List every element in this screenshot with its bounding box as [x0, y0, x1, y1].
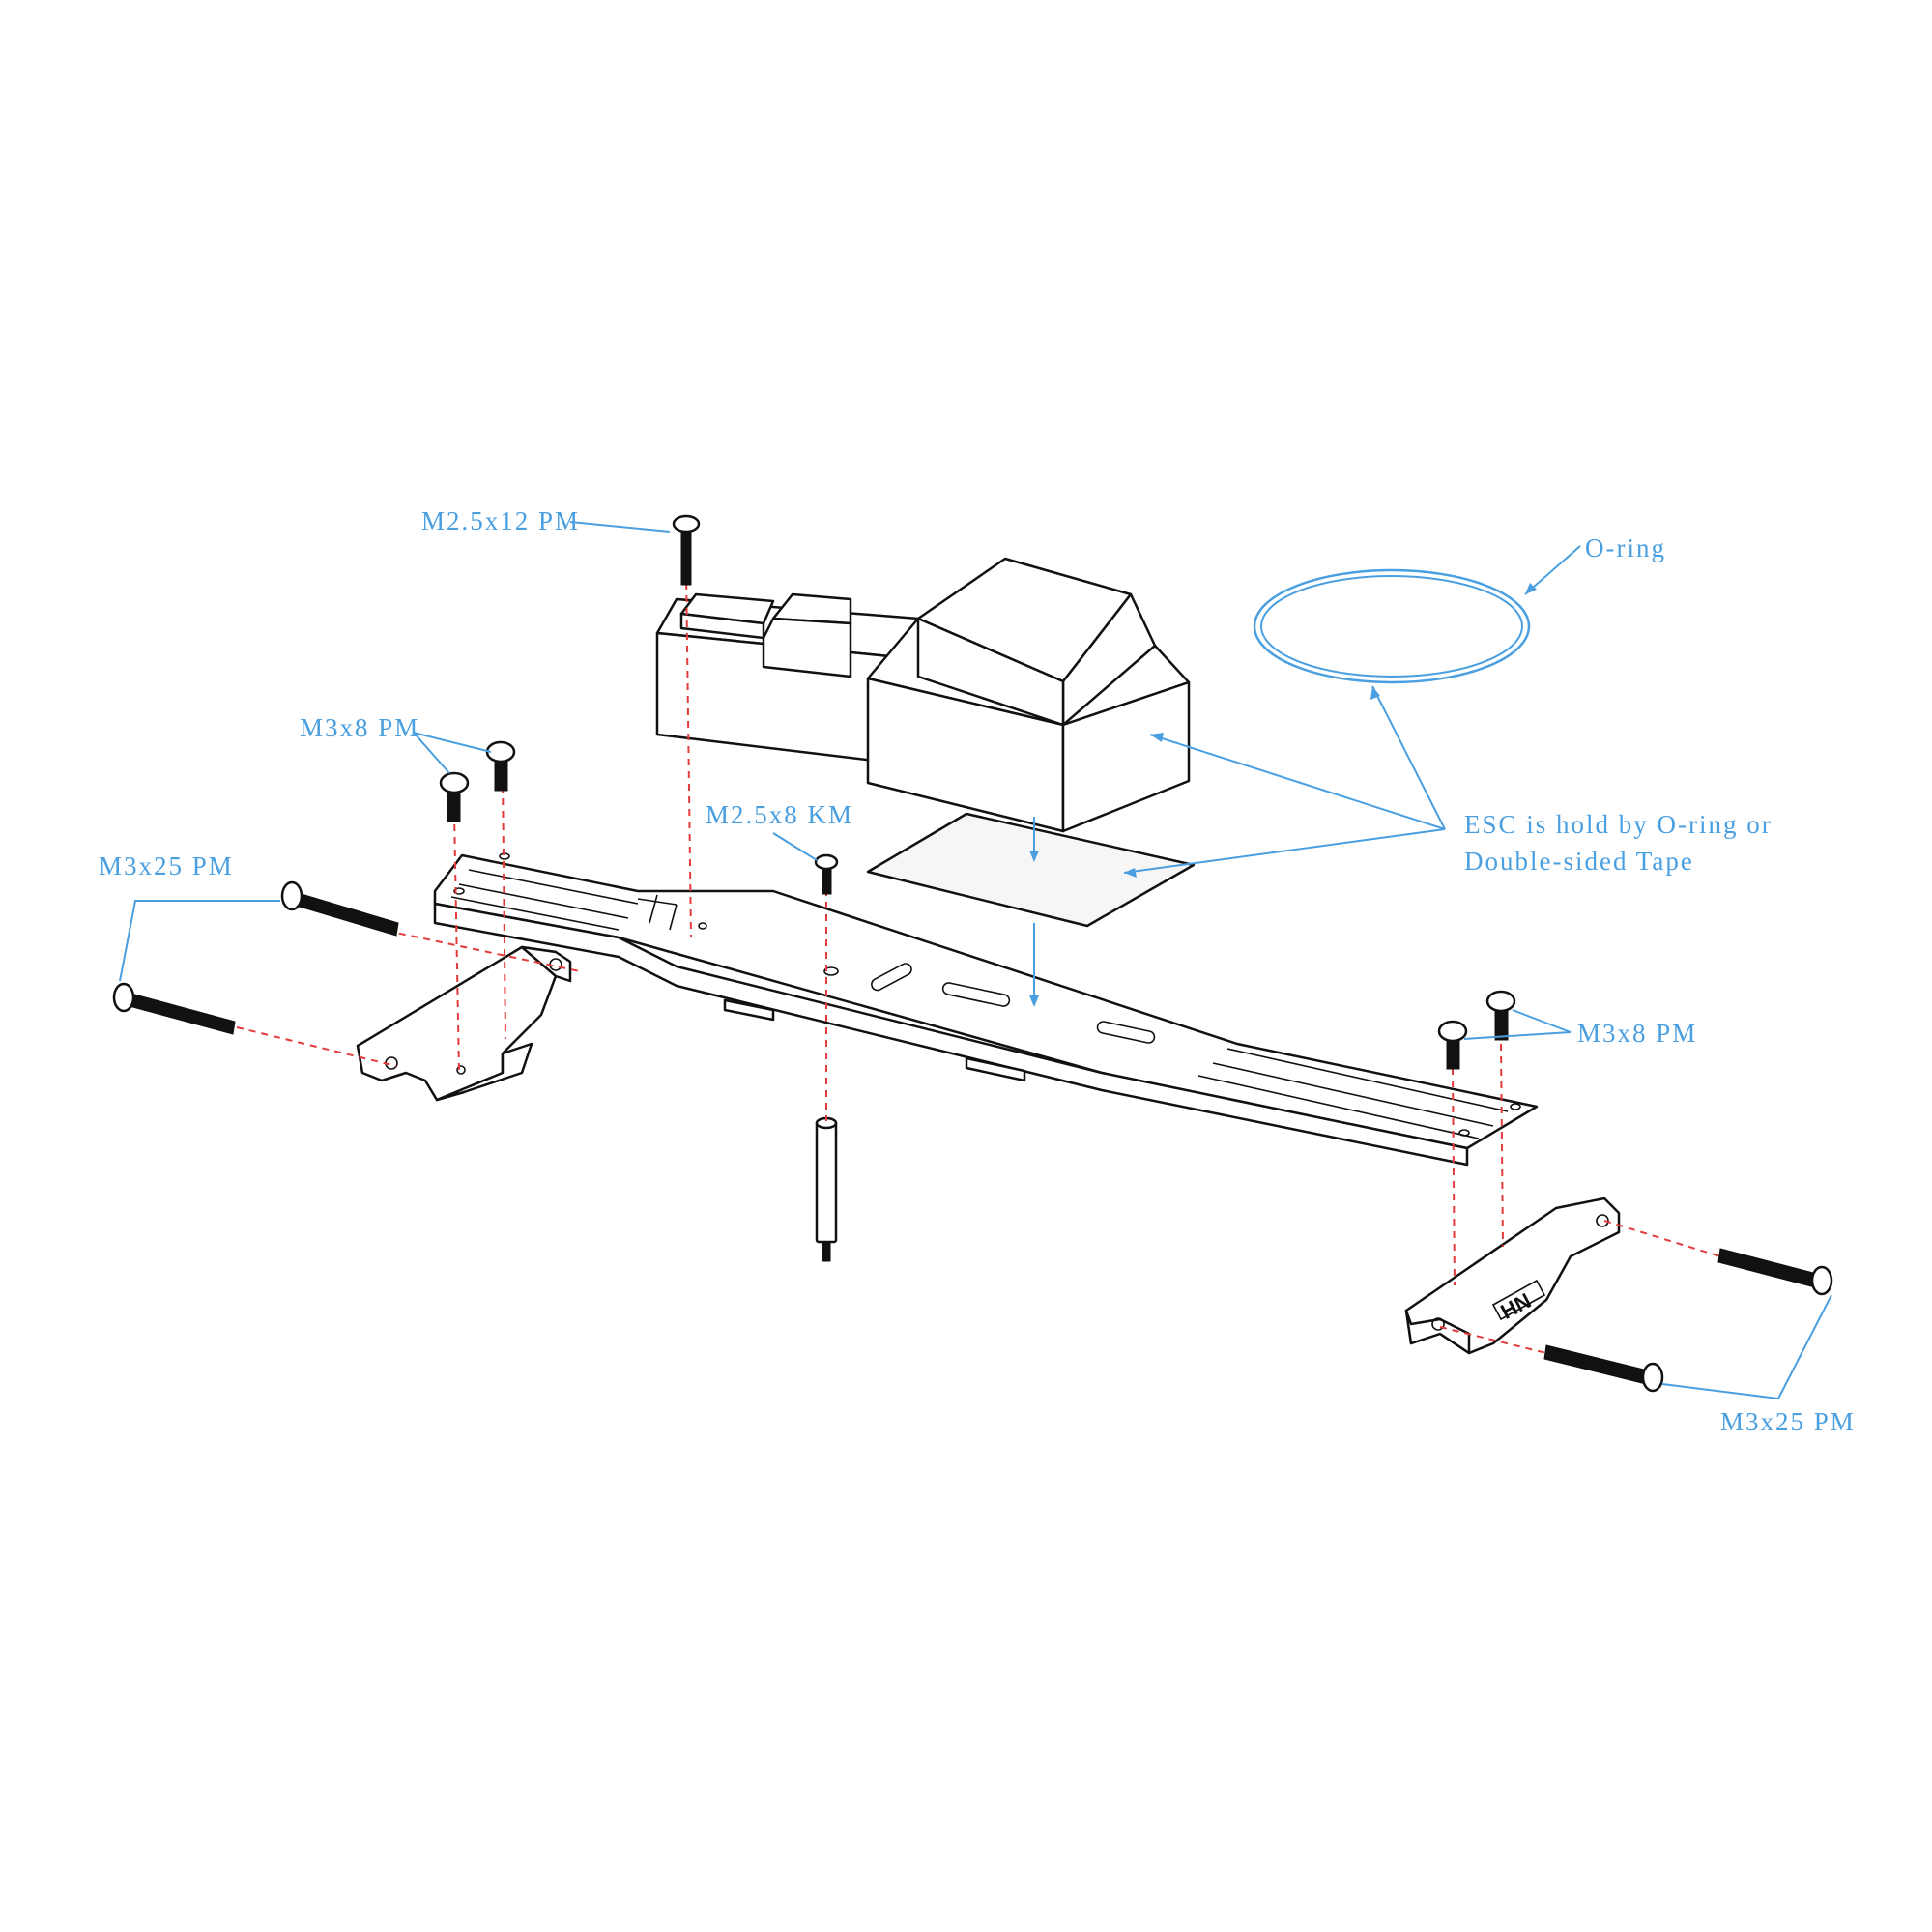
label-m2-5x12-pm: M2.5x12 PM [421, 506, 580, 535]
label-m3x8-pm-right: M3x8 PM [1577, 1019, 1697, 1048]
screw-m3x25-right-upper [1717, 1248, 1833, 1296]
label-o-ring: O-ring [1585, 533, 1666, 562]
screw-m3x25-right-lower [1543, 1344, 1664, 1393]
double-sided-tape [866, 812, 1196, 928]
screw-m3x8-left-a [439, 771, 470, 822]
left-mount-bracket [356, 945, 572, 1102]
label-m3x25-pm-left: M3x25 PM [99, 851, 234, 880]
screw-m3x25-left-lower [112, 982, 236, 1035]
screw-m2-5x8-center [814, 853, 839, 895]
screw-m3x25-left-upper [280, 880, 399, 937]
screw-m2-5x12-top [672, 514, 701, 586]
label-esc-note-line2: Double-sided Tape [1464, 847, 1694, 876]
label-esc-note-line1: ESC is hold by O-ring or [1464, 810, 1773, 839]
alignment-guides [236, 569, 1721, 1354]
o-ring [1253, 568, 1531, 684]
screw-m3x8-left-b [485, 740, 516, 792]
screw-m3x8-right-b [1485, 990, 1516, 1041]
label-m3x8-pm-left: M3x8 PM [300, 713, 419, 742]
leader-lines [119, 521, 1832, 1400]
standoff-post [815, 1116, 838, 1262]
right-mount-bracket: HN [1404, 1197, 1621, 1355]
label-m2-5x8-km: M2.5x8 KM [706, 800, 853, 829]
screw-m3x8-right-a [1437, 1020, 1468, 1070]
chassis-plate [433, 852, 1539, 1167]
label-m3x25-pm-right: M3x25 PM [1720, 1407, 1856, 1436]
esc-unit [655, 557, 1191, 833]
